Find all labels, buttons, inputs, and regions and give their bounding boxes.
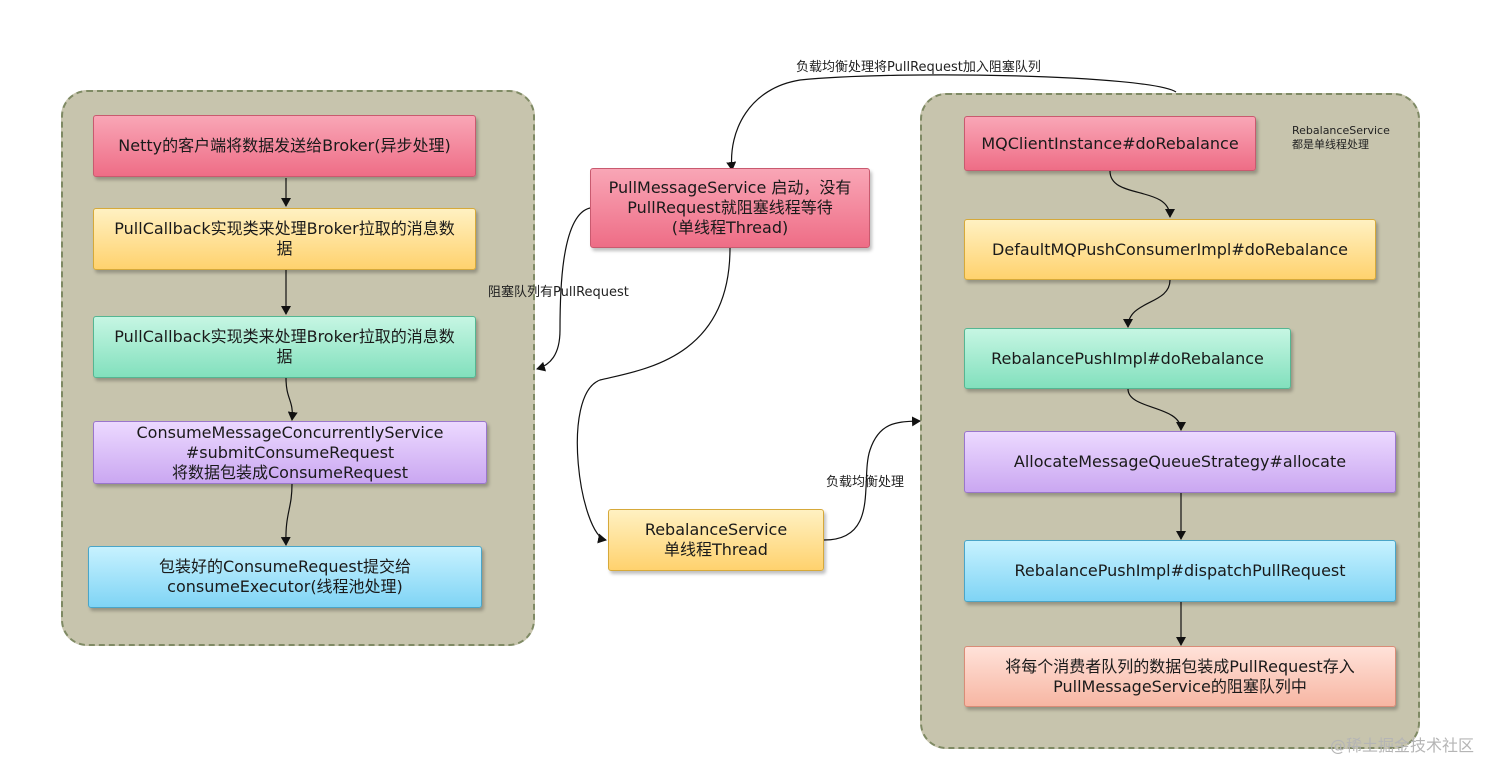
edge-left-4 — [280, 483, 293, 546]
rebalance-service-note: RebalanceService 都是单线程处理 — [1292, 124, 1390, 151]
edge-left-3 — [285, 377, 298, 421]
edge-pull-to-left — [536, 207, 591, 372]
edge-label-blocking-queue: 阻塞队列有PullRequest — [488, 285, 629, 300]
right-group-container — [920, 93, 1420, 749]
defaultmqpushconsumerimpl-dorebalance-node: DefaultMQPushConsumerImpl#doRebalance — [964, 219, 1376, 280]
wrap-pull-request-node: 将每个消费者队列的数据包装成PullRequest存入 PullMessageS… — [964, 646, 1396, 707]
mqclientinstance-dorebalance-node: MQClientInstance#doRebalance — [964, 116, 1256, 171]
rebalancepushimpl-dorebalance-node: RebalancePushImpl#doRebalance — [964, 328, 1291, 389]
edge-label-rebalance: 负载均衡处理 — [826, 475, 905, 490]
allocate-message-queue-strategy-node: AllocateMessageQueueStrategy#allocate — [964, 431, 1396, 493]
consume-message-concurrently-node: ConsumeMessageConcurrentlyService #submi… — [93, 421, 487, 484]
pullcallback-node-2: PullCallback实现类来处理Broker拉取的消息数 据 — [93, 316, 476, 378]
edge-right-1 — [1109, 170, 1175, 218]
netty-client-send-node: Netty的客户端将数据发送给Broker(异步处理) — [93, 115, 476, 177]
edge-right-3 — [1127, 388, 1186, 431]
rebalance-service-node: RebalanceService 单线程Thread — [608, 509, 824, 571]
edge-label-top: 负载均衡处理将PullRequest加入阻塞队列 — [796, 60, 1041, 75]
edge-rebalance-to-right — [823, 416, 921, 541]
edge-right-2 — [1123, 279, 1171, 328]
watermark: @稀土掘金技术社区 — [1330, 736, 1475, 755]
dispatch-pull-request-node: RebalancePushImpl#dispatchPullRequest — [964, 540, 1396, 602]
edge-top-arc — [726, 74, 1177, 171]
consume-request-submit-node: 包装好的ConsumeRequest提交给 consumeExecutor(线程… — [88, 546, 482, 608]
pull-message-service-node: PullMessageService 启动，没有 PullRequest就阻塞线… — [590, 168, 870, 248]
edge-pull-to-rebalance — [576, 247, 731, 544]
pullcallback-node-1: PullCallback实现类来处理Broker拉取的消息数 据 — [93, 208, 476, 270]
